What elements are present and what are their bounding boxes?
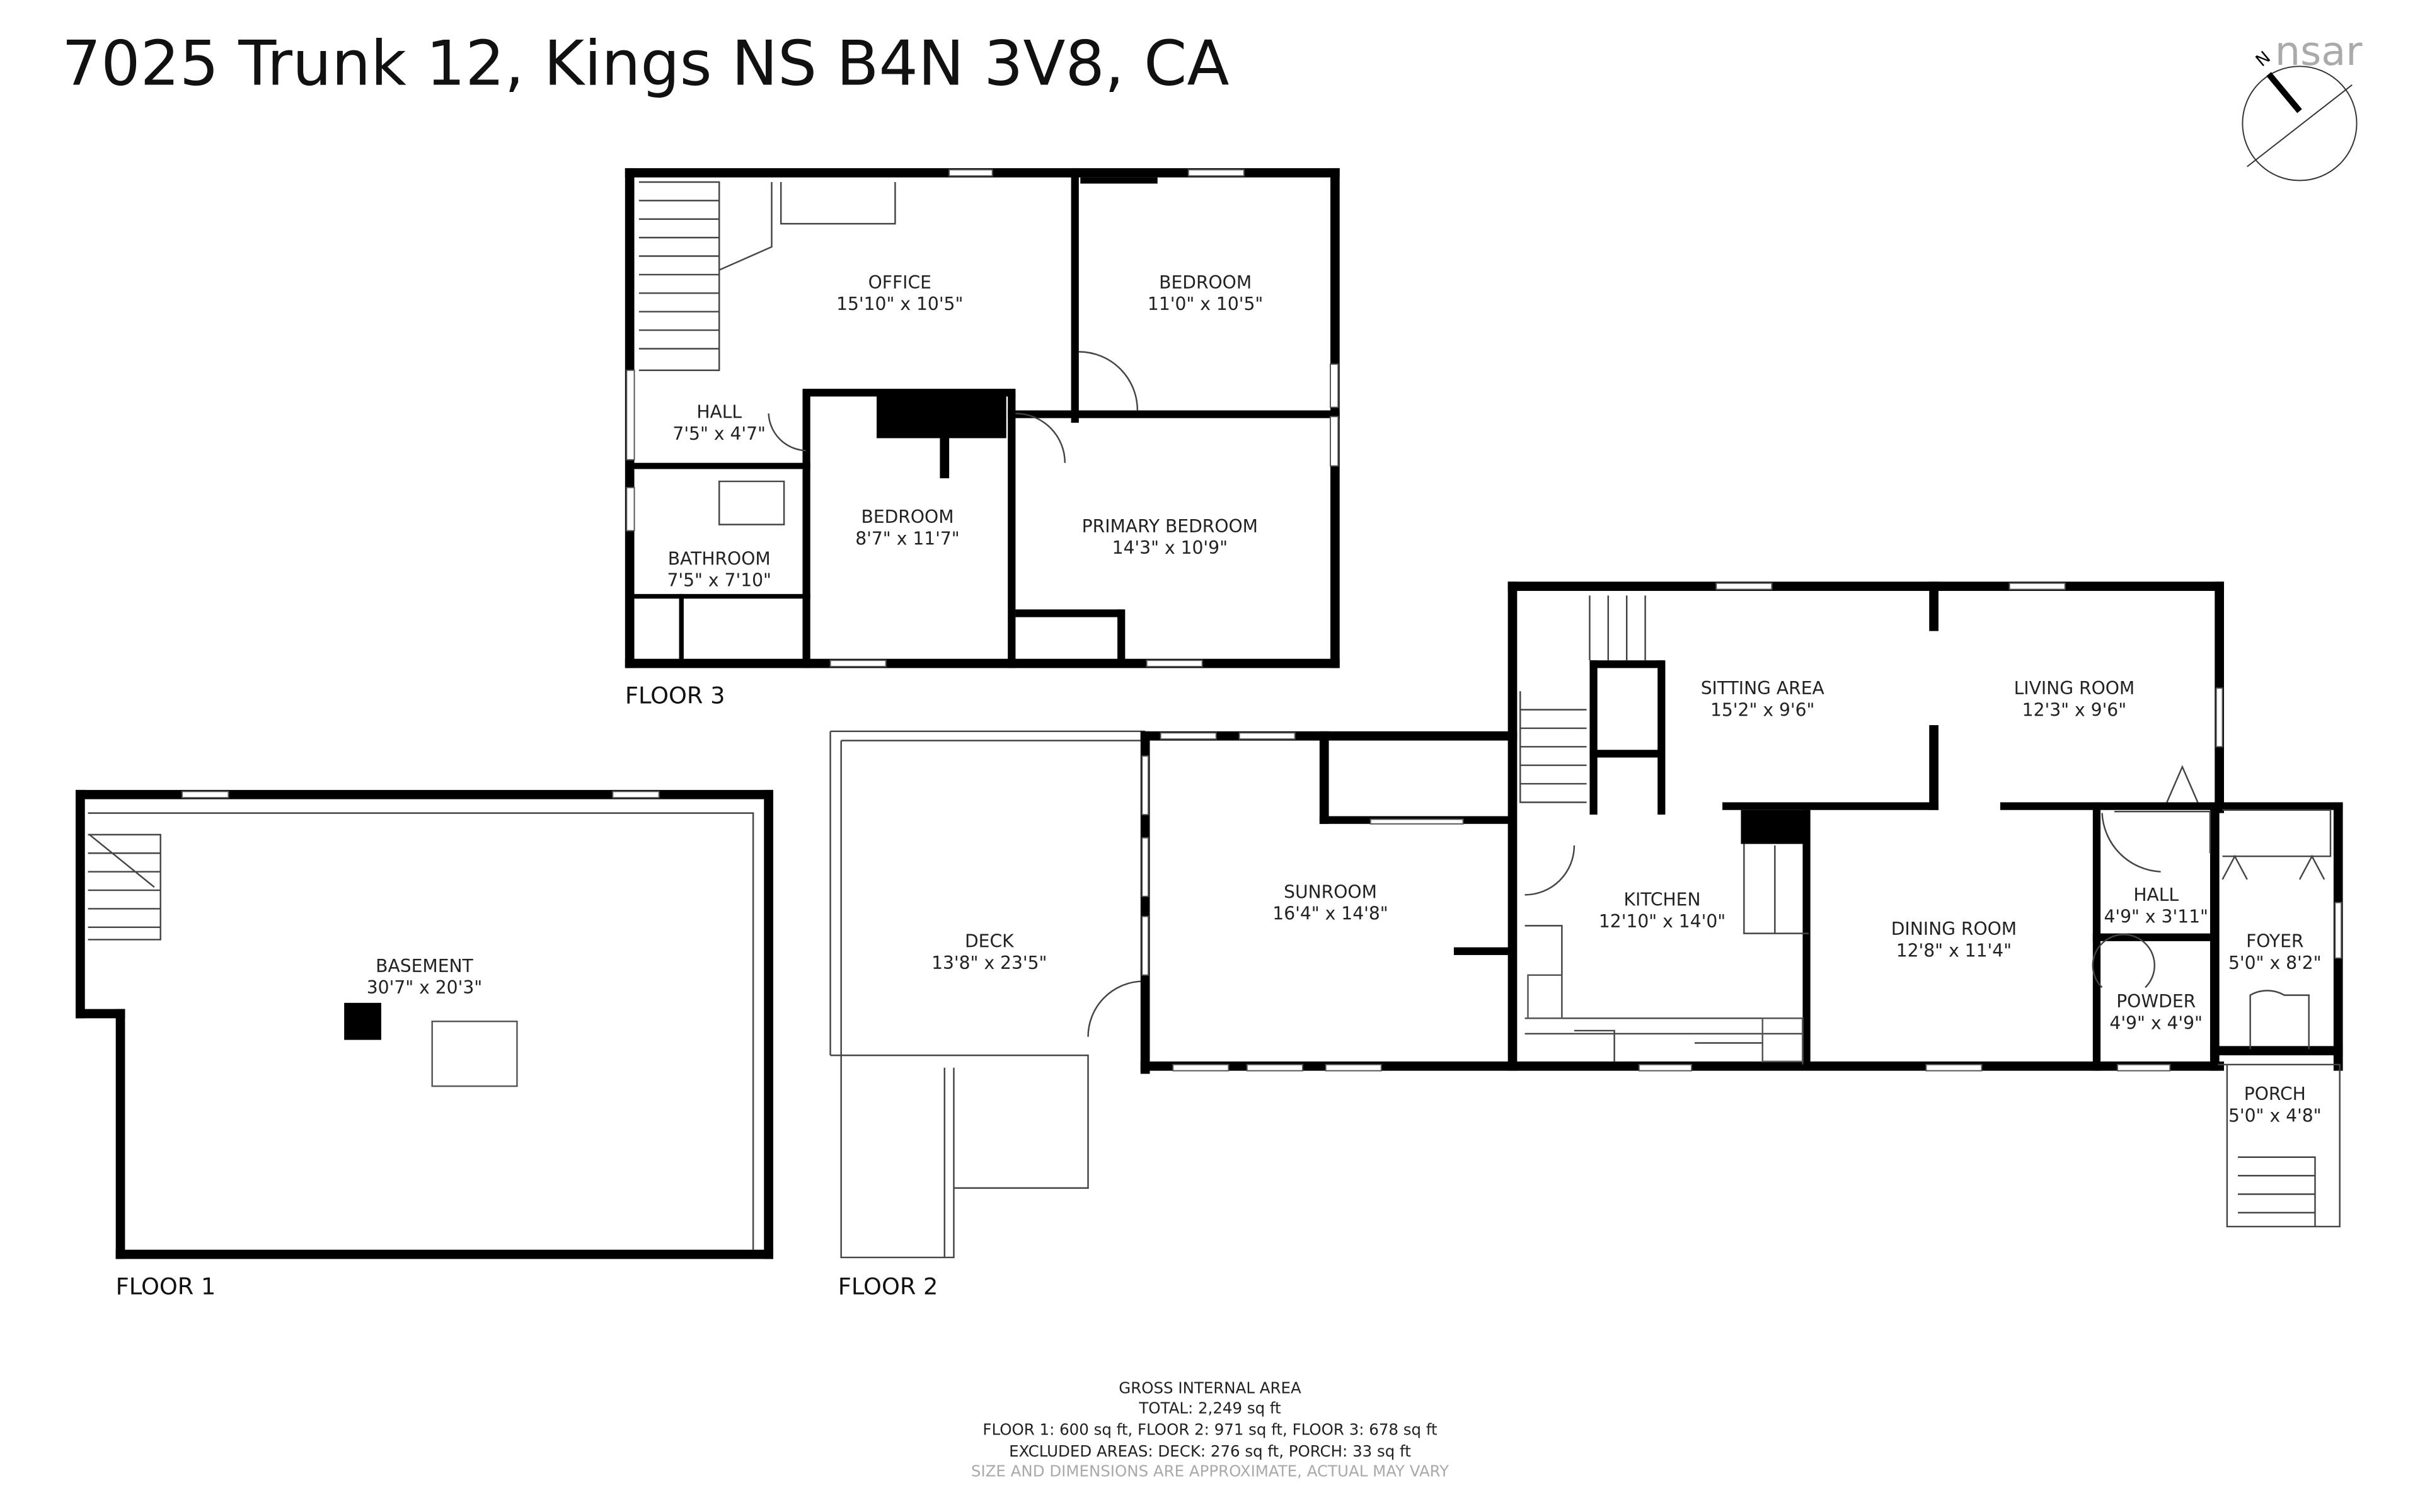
room-name: FOYER bbox=[2246, 931, 2303, 952]
room-name: OFFICE bbox=[868, 272, 931, 293]
gia-total: TOTAL: 2,249 sq ft bbox=[1138, 1399, 1281, 1417]
gia-floors: FLOOR 1: 600 sq ft, FLOOR 2: 971 sq ft, … bbox=[982, 1421, 1438, 1439]
room-dims: 5'0" x 8'2" bbox=[2228, 953, 2322, 973]
room-name: LIVING ROOM bbox=[2014, 678, 2135, 699]
room-name: HALL bbox=[696, 402, 742, 423]
room-name: PORCH bbox=[2244, 1084, 2306, 1104]
room-dims: 4'9" x 4'9" bbox=[2109, 1012, 2203, 1033]
floor-2-plan: DECK 13'8" x 23'5" SUNROOM 16'4" x 14'8"… bbox=[829, 581, 2343, 1300]
floor-label: FLOOR 3 bbox=[625, 682, 725, 709]
room-name: BEDROOM bbox=[1159, 272, 1252, 293]
room-dims: 12'8" x 11'4" bbox=[1896, 940, 2012, 961]
floor-3-plan: OFFICE 15'10" x 10'5" BEDROOM 11'0" x 10… bbox=[625, 168, 1340, 709]
room-name: POWDER bbox=[2116, 991, 2196, 1012]
room-name: HALL bbox=[2133, 885, 2179, 905]
gia-heading: GROSS INTERNAL AREA bbox=[1119, 1378, 1301, 1397]
north-label: N bbox=[2252, 48, 2274, 71]
page-title: 7025 Trunk 12, Kings NS B4N 3V8, CA bbox=[62, 28, 1230, 100]
room-name: BASEMENT bbox=[376, 956, 473, 976]
room-dims: 5'0" x 4'8" bbox=[2228, 1105, 2322, 1126]
floor-label: FLOOR 1 bbox=[116, 1273, 216, 1300]
room-name: SITTING AREA bbox=[1701, 678, 1825, 699]
gross-area-summary: GROSS INTERNAL AREA TOTAL: 2,249 sq ft F… bbox=[971, 1378, 1449, 1480]
room-name: BEDROOM bbox=[861, 507, 954, 527]
room-dims: 30'7" x 20'3" bbox=[367, 977, 482, 998]
room-dims: 13'8" x 23'5" bbox=[931, 953, 1047, 973]
room-dims: 15'2" x 9'6" bbox=[1710, 699, 1815, 720]
room-dims: 7'5" x 4'7" bbox=[672, 423, 766, 444]
room-name: BATHROOM bbox=[668, 548, 771, 569]
gia-excluded: EXCLUDED AREAS: DECK: 276 sq ft, PORCH: … bbox=[1009, 1442, 1411, 1460]
room-name: PRIMARY BEDROOM bbox=[1082, 516, 1258, 537]
north-arrow-icon bbox=[2266, 72, 2302, 113]
floor-label: FLOOR 2 bbox=[838, 1273, 938, 1300]
room-name: DECK bbox=[965, 931, 1015, 952]
room-name: KITCHEN bbox=[1624, 890, 1701, 910]
room-dims: 16'4" x 14'8" bbox=[1272, 903, 1388, 924]
floor-1-plan: BASEMENT 30'7" x 20'3" FLOOR 1 bbox=[76, 789, 773, 1300]
room-dims: 14'3" x 10'9" bbox=[1112, 537, 1228, 558]
room-dims: 11'0" x 10'5" bbox=[1148, 294, 1263, 314]
compass-circle bbox=[2242, 66, 2358, 181]
room-dims: 4'9" x 3'11" bbox=[2104, 906, 2208, 927]
room-dims: 8'7" x 11'7" bbox=[855, 528, 960, 549]
room-dims: 15'10" x 10'5" bbox=[836, 294, 963, 314]
gia-disclaimer: SIZE AND DIMENSIONS ARE APPROXIMATE, ACT… bbox=[971, 1462, 1449, 1480]
room-name: DINING ROOM bbox=[1891, 919, 2017, 939]
room-dims: 7'5" x 7'10" bbox=[667, 570, 771, 591]
room-name: SUNROOM bbox=[1284, 881, 1377, 902]
room-dims: 12'3" x 9'6" bbox=[2022, 699, 2127, 720]
room-dims: 12'10" x 14'0" bbox=[1599, 911, 1726, 932]
compass-logo: nsar N bbox=[2242, 28, 2363, 181]
